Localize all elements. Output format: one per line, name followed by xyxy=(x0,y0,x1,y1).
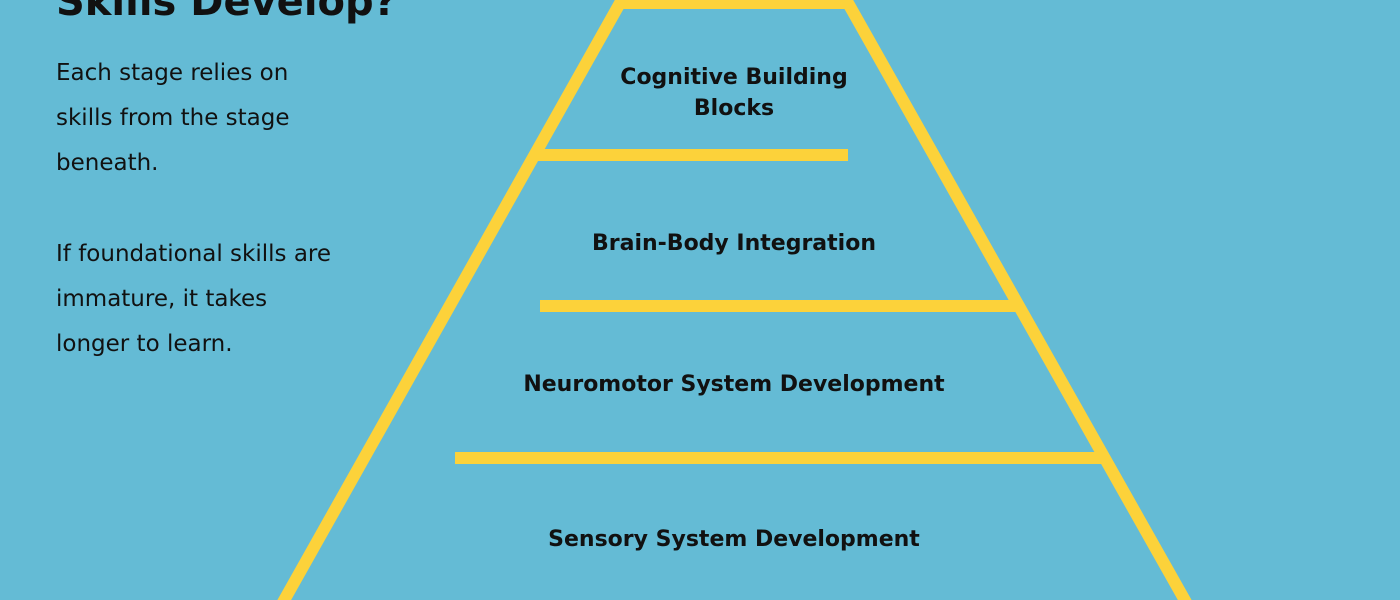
stage-label-cognitive-building-blocks: Cognitive Building Blocks xyxy=(620,65,848,121)
page-title: Skills Develop? xyxy=(56,0,397,25)
intro-paragraph: Each stage relies on skills from the sta… xyxy=(56,60,290,176)
stage-label-neuromotor-system-development: Neuromotor System Development xyxy=(523,372,945,397)
stage-label-sensory-system-development: Sensory System Development xyxy=(548,527,920,552)
note-paragraph: If foundational skills are immature, it … xyxy=(56,241,332,357)
pyramid-outline xyxy=(277,0,1192,600)
stage-label-brain-body-integration: Brain-Body Integration xyxy=(592,231,876,256)
